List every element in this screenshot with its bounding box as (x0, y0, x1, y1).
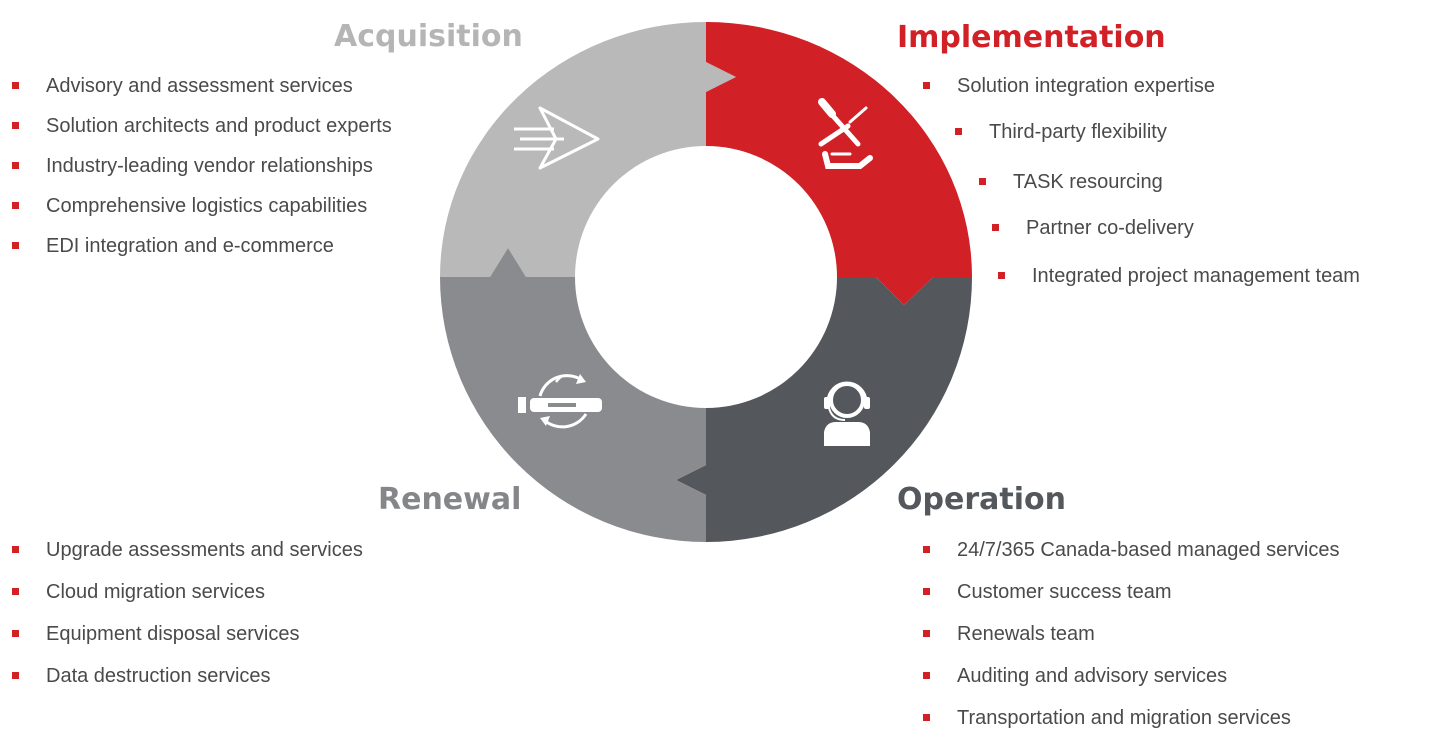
list-item-text: TASK resourcing (1013, 171, 1163, 193)
list-item: EDI integration and e-commerce (0, 232, 430, 260)
operation-title: Operation (897, 482, 1066, 517)
bullet (998, 272, 1005, 279)
list-item-text: Partner co-delivery (1026, 217, 1194, 239)
renewal-list: Upgrade assessments and services Cloud m… (0, 536, 440, 704)
bullet (12, 202, 19, 209)
bullet (923, 588, 930, 595)
arrow-icon (514, 106, 600, 170)
list-item-text: Cloud migration services (46, 581, 265, 603)
list-item-text: 24/7/365 Canada-based managed services (957, 539, 1340, 561)
renewal-title: Renewal (378, 482, 522, 517)
list-item-text: Integrated project management team (1032, 265, 1360, 287)
acquisition-list: Advisory and assessment services Solutio… (0, 72, 430, 272)
list-item-text: Solution architects and product experts (46, 115, 392, 137)
bullet (923, 546, 930, 553)
bullet (923, 630, 930, 637)
list-item: Renewals team (911, 620, 1444, 648)
list-item-text: Renewals team (957, 623, 1095, 645)
ring-segment-renewal (440, 248, 706, 542)
server-refresh-icon (518, 374, 602, 429)
bullet (979, 178, 986, 185)
list-item-text: Equipment disposal services (46, 623, 300, 645)
list-item: Solution architects and product experts (0, 112, 430, 140)
list-item-text: Third-party flexibility (989, 121, 1167, 143)
list-item-text: Industry-leading vendor relationships (46, 155, 373, 177)
bullet (992, 224, 999, 231)
bullet (12, 162, 19, 169)
bullet (923, 714, 930, 721)
list-item: Industry-leading vendor relationships (0, 152, 430, 180)
list-item: Advisory and assessment services (0, 72, 430, 100)
list-item: 24/7/365 Canada-based managed services (911, 536, 1444, 564)
list-item-text: Upgrade assessments and services (46, 539, 363, 561)
list-item: Transportation and migration services (911, 704, 1444, 732)
list-item: Data destruction services (0, 662, 440, 690)
bullet (12, 122, 19, 129)
acquisition-title: Acquisition (334, 19, 523, 54)
bullet (12, 546, 19, 553)
list-item: Integrated project management team (986, 262, 1444, 290)
list-item-text: Customer success team (957, 581, 1172, 603)
list-item: Customer success team (911, 578, 1444, 606)
ring-segment-acquisition (440, 22, 736, 277)
lifecycle-ring (440, 22, 972, 542)
list-item: Comprehensive logistics capabilities (0, 192, 430, 220)
list-item-text: Data destruction services (46, 665, 271, 687)
bullet (923, 672, 930, 679)
tools-icon (818, 98, 873, 169)
bullet (12, 630, 19, 637)
list-item-text: EDI integration and e-commerce (46, 235, 334, 257)
implementation-title: Implementation (897, 20, 1166, 55)
list-item: Partner co-delivery (980, 214, 1444, 242)
headset-user-icon (824, 381, 870, 446)
list-item: Equipment disposal services (0, 620, 440, 648)
list-item: Upgrade assessments and services (0, 536, 440, 564)
bullet (955, 128, 962, 135)
list-item-text: Auditing and advisory services (957, 665, 1228, 687)
list-item: Auditing and advisory services (911, 662, 1444, 690)
bullet (12, 672, 19, 679)
list-item-text: Solution integration expertise (957, 75, 1215, 97)
bullet (923, 82, 930, 89)
list-item: Cloud migration services (0, 578, 440, 606)
ring-segment-operation (676, 277, 972, 542)
list-item-text: Comprehensive logistics capabilities (46, 195, 368, 217)
list-item-text: Transportation and migration services (957, 707, 1291, 729)
list-item: Solution integration expertise (911, 72, 1437, 100)
bullet (12, 242, 19, 249)
list-item: Third-party flexibility (943, 118, 1444, 146)
operation-list: 24/7/365 Canada-based managed services C… (911, 536, 1444, 746)
bullet (12, 82, 19, 89)
bullet (12, 588, 19, 595)
list-item-text: Advisory and assessment services (46, 75, 353, 97)
list-item: TASK resourcing (967, 168, 1444, 196)
